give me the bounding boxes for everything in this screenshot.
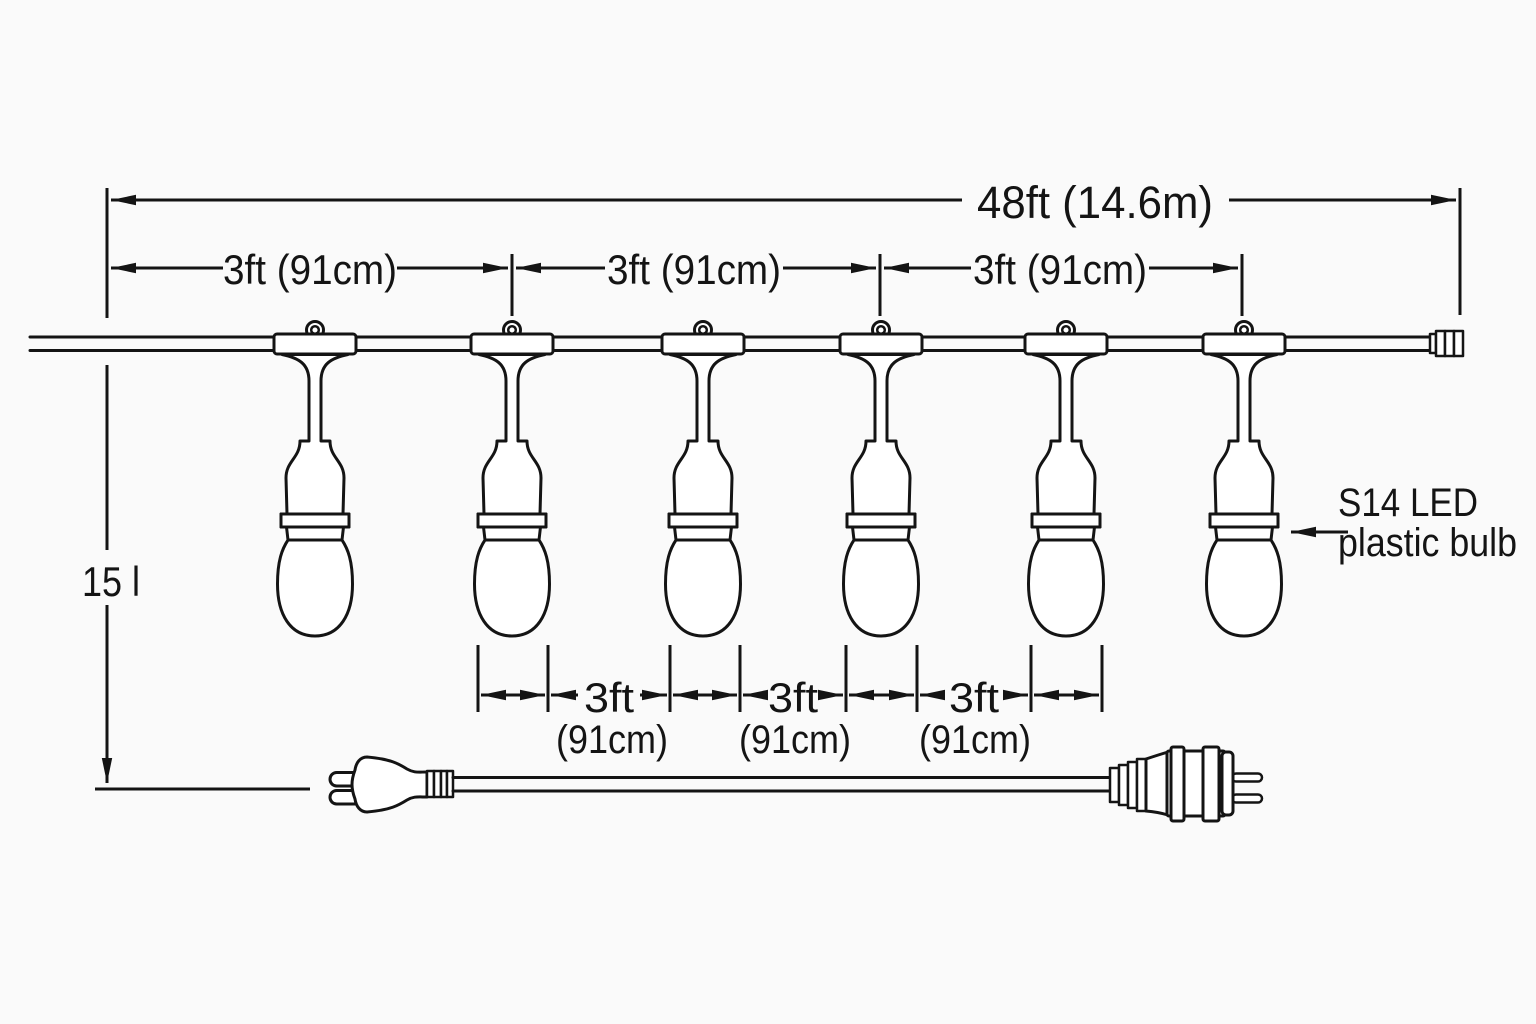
top-spacing-dimensions: 3ft (91cm) 3ft (91cm) 3ft (91cm) [111, 246, 1244, 316]
wall-plug [328, 755, 455, 814]
plug-prong [1230, 772, 1264, 783]
plug-body [350, 755, 429, 814]
bottom-spacing-feet-label-2: 3ft [768, 674, 818, 721]
cord-end-connector [1428, 329, 1465, 358]
bottom-spacing-dimensions: 3ft (91cm) 3ft (91cm) 3ft (91cm) [476, 645, 1104, 762]
light-pendant-6 [1201, 320, 1287, 638]
light-pendant-4 [838, 320, 924, 638]
light-pendant-2 [469, 320, 555, 638]
light-pendant-1 [272, 320, 358, 638]
top-spacing-label-1: 3ft (91cm) [223, 246, 397, 293]
light-pendant-3 [660, 320, 746, 638]
bottom-spacing-feet-label-1: 3ft [584, 674, 634, 721]
light-pendants [272, 320, 1287, 638]
total-length-dimension: 48ft (14.6m) [111, 177, 1462, 315]
bottom-spacing-metric-label-3: (91cm) [919, 718, 1031, 762]
drop-length-label: 15 l [82, 558, 140, 605]
total-length-label: 48ft (14.6m) [977, 177, 1213, 228]
bulb-type-label-line2: plastic bulb [1338, 521, 1517, 565]
power-cord-assembly [328, 745, 1264, 823]
top-spacing-label-2: 3ft (91cm) [607, 246, 781, 293]
bulb-type-label-line1: S14 LED [1338, 481, 1478, 525]
plug-prong [1230, 793, 1264, 804]
drop-length-dimension: 15 l [82, 188, 310, 791]
bulb-annotation: S14 LED plastic bulb [1291, 481, 1517, 565]
top-spacing-label-3: 3ft (91cm) [973, 246, 1147, 293]
end-connector-plug [1108, 745, 1264, 823]
bottom-spacing-feet-label-3: 3ft [949, 674, 999, 721]
light-pendant-5 [1023, 320, 1109, 638]
power-cord [451, 776, 1114, 793]
bottom-spacing-metric-label-2: (91cm) [739, 718, 851, 762]
bottom-spacing-metric-label-1: (91cm) [556, 718, 668, 762]
